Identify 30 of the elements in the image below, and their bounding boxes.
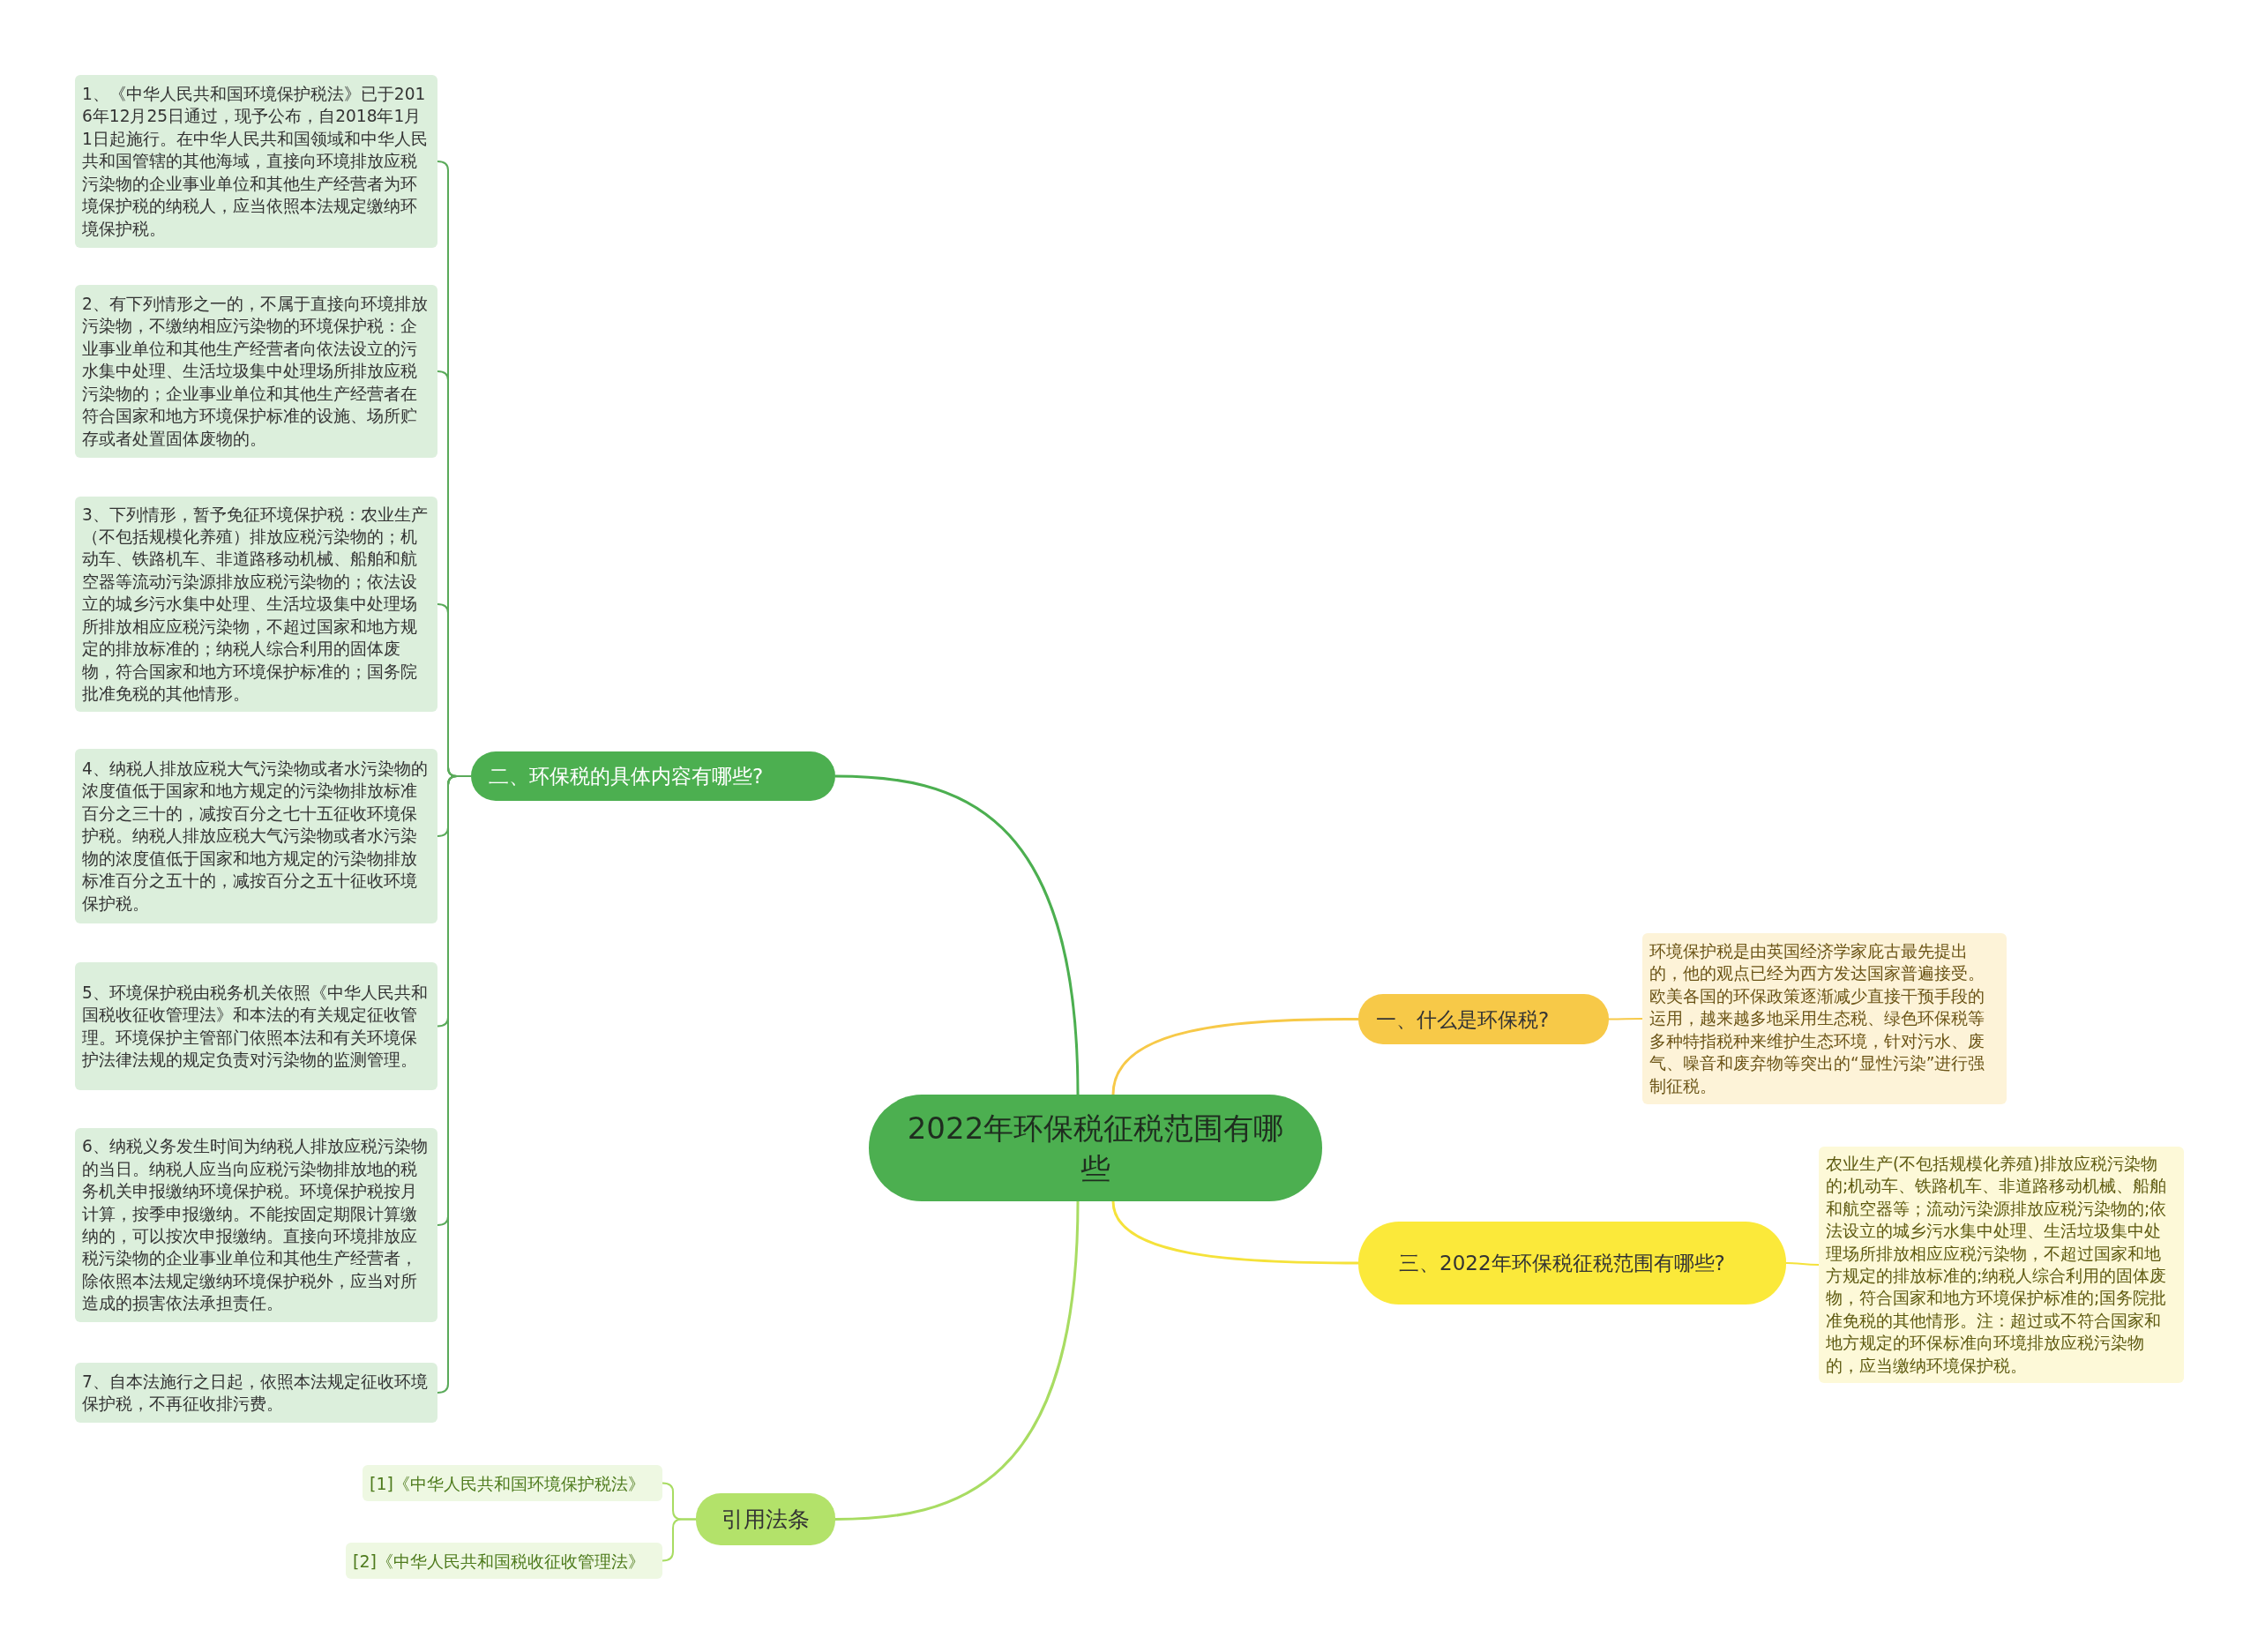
node-text: 5、环境保护税由税务机关依照《中华人民共和国税收征收管理法》和本法的有关规定征收管理。环境保护主管部门依照本法和有关环境保护法律法规的规定负责对污染物的监测管理。 xyxy=(82,982,429,1071)
node-text: 7、自本法施行之日起，依照本法规定征收环境保护税，不再征收排污费。 xyxy=(82,1371,429,1415)
connector-line xyxy=(834,774,1080,1095)
node-text: [2]《中华人民共和国税收征收管理法》 xyxy=(353,1550,646,1572)
node-text: 2022年环保税征税范围有哪些 xyxy=(906,1109,1285,1188)
node-text: 4、纳税人排放应税大气污染物或者水污染物的浓度值低于国家和地方规定的污染物排放标准百分之三十的，减按百分之七十五征收环境保护税。纳税人排放应税大气污染物或者水污染物的浓度值低于国家和地方规定的污染物排放标准百分之五十的，减按百分之五十征收环境保护税。 xyxy=(82,759,429,915)
node-text: 1、《中华人民共和国环境保护税法》已于2016年12月25日通过，现予公布，自2018年1月1日起施行。在中华人民共和国领域和中华人民共和国管辖的其他海域，直接向环境排放应税污染物的企业事业单位和其他生产经营者为环境保护税的纳税人，应当依照本法规定缴纳环境保护税。 xyxy=(82,84,429,240)
reference-card xyxy=(346,1543,662,1579)
node-text: [1]《中华人民共和国环境保护税法》 xyxy=(370,1472,646,1494)
text-card xyxy=(75,962,437,1090)
connector-line xyxy=(834,1200,1080,1521)
node-text: 三、2022年环保税征税范围有哪些? xyxy=(1399,1251,1726,1276)
reference-card xyxy=(363,1465,662,1501)
connector-line xyxy=(1608,1018,1643,1020)
connector-line xyxy=(1111,1200,1358,1265)
text-card xyxy=(1642,933,2007,1104)
branch-pill xyxy=(471,751,835,801)
connector-line xyxy=(662,1518,697,1562)
text-card xyxy=(75,1363,437,1423)
branch-pill xyxy=(696,1493,835,1545)
node-text: 6、纳税义务发生时间为纳税人排放应税污染物的当日。纳税人应当向应税污染物排放地的税务机关申报缴纳环境保护税。环境保护税按月计算，按季申报缴纳。不能按固定期限计算缴纳的，可以按次申报缴纳。直接向环境排放应税污染物的企业事业单位和其他生产经营者，除依照本法规定缴纳环境保护税外，应当对所造成的损害依法承担责任。 xyxy=(82,1136,429,1315)
node-text: 环境保护税是由英国经济学家庇古最先提出的，他的观点已经为西方发达国家普遍接受。欧美各国的环保政策逐渐减少直接干预手段的运用，越来越多地采用生态税、绿色环保税等多种特指税种来维护生态环境，针对污水、废气、噪音和废弃物等突出的“显性污染”进行强制征税。 xyxy=(1649,941,1986,1097)
node-text: 二、环保税的具体内容有哪些? xyxy=(489,764,765,789)
node-text: 2、有下列情形之一的，不属于直接向环境排放污染物，不缴纳相应污染物的环境保护税：企业事业单位和其他生产经营者向依法设立的污水集中处理、生活垃圾集中处理场所排放应税污染物的；企业事业单位和其他生产经营者在符合国家和地方环境保护标准的设施、场所贮存或者处置固体废物的。 xyxy=(82,294,429,450)
node-text: 3、下列情形，暂予免征环境保护税：农业生产（不包括规模化养殖）排放应税污染物的；机动车、铁路机车、非道路移动机械、船舶和航空器等流动污染源排放应税污染物的；依法设立的城乡污水集中处理、生活垃圾集中处理场所排放相应应税污染物，不超过国家和地方规定的排放标准的；纳税人综合利用的固体废物，符合国家和地方环境保护标准的；国务院批准免税的其他情形。 xyxy=(82,504,429,705)
node-text: 一、什么是环保税? xyxy=(1376,1006,1551,1033)
node-text: 引用法条 xyxy=(721,1506,811,1533)
node-text: 农业生产(不包括规模化养殖)排放应税污染物的;机动车、铁路机车、非道路移动机械、船舶和航空器等；流动污染源排放应税污染物的;依法设立的城乡污水集中处理、生活垃圾集中处理场所排放相应应税污染物，不超过国家和地方规定的排放标准的;纳税人综合利用的固体废物，符合国家和地方环境保护标准的;国务院批准免税的其他情形。注：超过或不符合国家和地方规定的环保标准向环境排放应税污染物的，应当缴纳环境保护税。 xyxy=(1826,1153,2168,1377)
connector-line xyxy=(1111,1018,1358,1095)
connector-line xyxy=(1785,1262,1820,1266)
